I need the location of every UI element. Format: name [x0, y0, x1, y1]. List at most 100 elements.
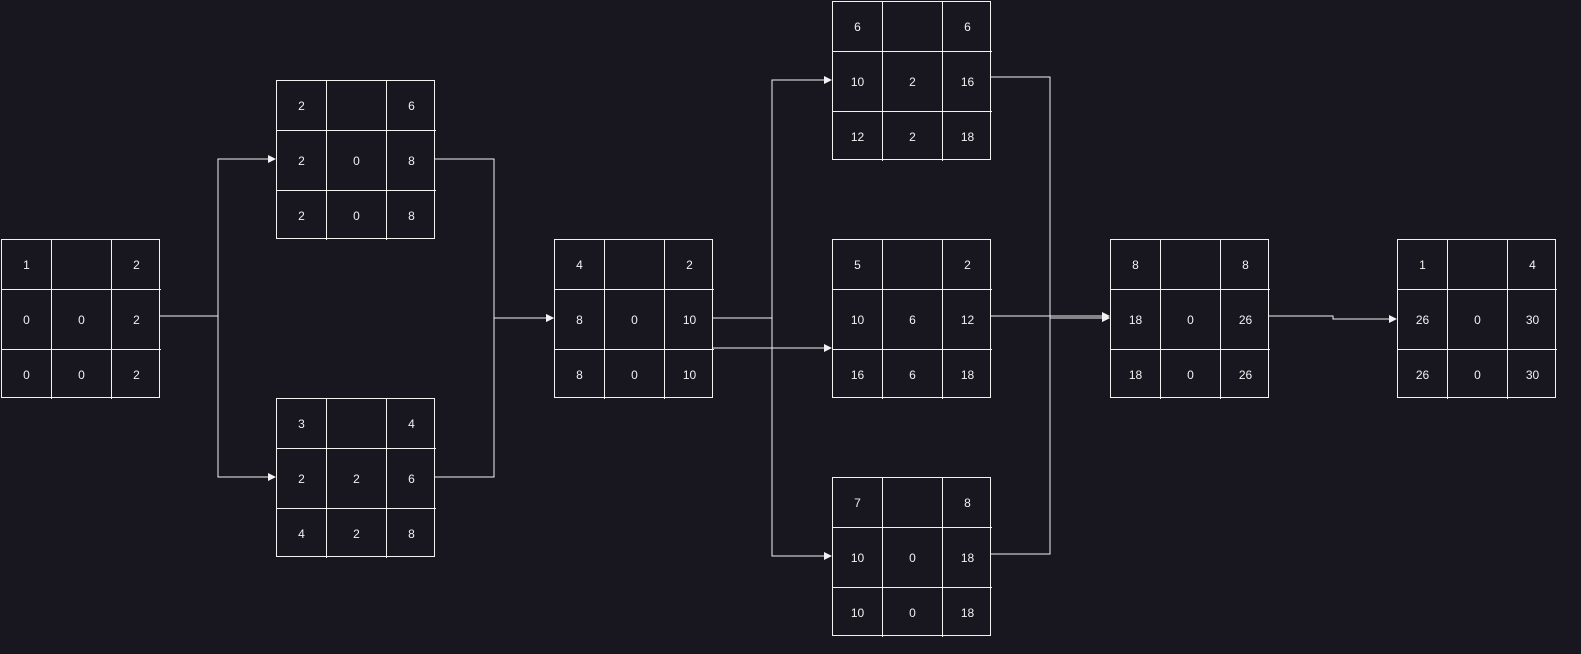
node-cell: 2 — [883, 52, 943, 112]
node-cell — [327, 81, 387, 131]
node-cell: 10 — [833, 588, 883, 637]
node-cell — [883, 478, 943, 528]
node-cell: 7 — [833, 478, 883, 528]
node-cell — [883, 240, 943, 290]
node-cell: 18 — [943, 528, 992, 588]
node-cell: 18 — [960, 367, 975, 382]
node-cell: 0 — [2, 350, 52, 399]
node-cell: 30 — [1525, 367, 1540, 382]
node-cell: 18 — [960, 129, 975, 144]
node-cell: 18 — [1111, 290, 1161, 350]
node-cell: 0 — [1448, 290, 1508, 350]
node-cell: 8 — [408, 526, 415, 541]
node-cell — [52, 240, 112, 290]
node-cell: 0 — [605, 350, 665, 399]
node-cell: 2 — [665, 240, 714, 290]
node-cell: 6 — [833, 2, 883, 52]
node-cell: 2 — [133, 367, 140, 382]
node-cell: 10 — [833, 52, 883, 112]
node-cell: 2 — [883, 112, 943, 161]
node-cell: 26 — [1398, 350, 1448, 399]
node-cell: 18 — [960, 605, 975, 620]
node-cell: 16 — [943, 52, 992, 112]
node-cell: 6 — [387, 449, 436, 509]
node-cell: 5 — [833, 240, 883, 290]
node-cell — [605, 240, 665, 290]
node-cell: 4 — [555, 240, 605, 290]
connector-n7-to-n8 — [991, 314, 1110, 555]
node-cell: 2 — [277, 449, 327, 509]
node-cell: 10 — [833, 528, 883, 588]
node-cell: 12 — [833, 112, 883, 161]
node-cell: 8 — [1221, 240, 1270, 290]
node-cell: 6 — [387, 81, 436, 131]
node-cell: 0 — [883, 528, 943, 588]
node-cell: 2 — [327, 449, 387, 509]
node-cell: 18 — [1111, 350, 1161, 399]
node-cell: 8 — [555, 290, 605, 350]
connector-n6-to-n8 — [991, 76, 1110, 322]
node-cell: 30 — [1508, 290, 1557, 350]
node-cell — [883, 2, 943, 52]
node-cell: 0 — [52, 290, 112, 350]
node-cell: 6 — [883, 350, 943, 399]
node-cell: 4 — [387, 399, 436, 449]
connector-n2-to-n4 — [435, 158, 554, 322]
connector-n4-to-n6 — [713, 76, 832, 319]
node-cell — [1448, 240, 1508, 290]
connector-n3-to-n4 — [435, 314, 554, 478]
node-cell: 10 — [682, 367, 697, 382]
node-cell: 1 — [2, 240, 52, 290]
node-cell: 0 — [2, 290, 52, 350]
node-cell: 8 — [555, 350, 605, 399]
node-cell: 10 — [833, 290, 883, 350]
node-cell: 0 — [327, 191, 387, 240]
node-cell: 26 — [1221, 290, 1270, 350]
node-cell: 0 — [1448, 350, 1508, 399]
node-cell: 8 — [387, 131, 436, 191]
node-cell: 6 — [943, 2, 992, 52]
connector-n8-to-n9 — [1269, 315, 1397, 323]
node-cell: 3 — [277, 399, 327, 449]
node-cell: 0 — [1161, 290, 1221, 350]
node-cell: 16 — [833, 350, 883, 399]
node-cell: 2 — [112, 240, 161, 290]
node-cell — [327, 399, 387, 449]
connector-n4-to-n7 — [713, 317, 832, 560]
node-cell: 0 — [883, 588, 943, 637]
node-cell: 6 — [883, 290, 943, 350]
node-cell: 2 — [277, 81, 327, 131]
node-cell: 0 — [327, 131, 387, 191]
node-cell: 2 — [327, 509, 387, 558]
node-cell: 4 — [1508, 240, 1557, 290]
node-cell: 8 — [1111, 240, 1161, 290]
node-cell — [1161, 240, 1221, 290]
node-cell: 1 — [1398, 240, 1448, 290]
node-cell: 2 — [112, 290, 161, 350]
node-cell: 10 — [665, 290, 714, 350]
connector-n1-to-n3 — [160, 315, 276, 481]
connector-n1-to-n2 — [160, 155, 276, 317]
node-cell: 0 — [1161, 350, 1221, 399]
node-cell: 2 — [943, 240, 992, 290]
node-cell: 2 — [277, 191, 327, 240]
node-cell: 2 — [277, 131, 327, 191]
node-cell: 12 — [943, 290, 992, 350]
node-cell: 0 — [52, 350, 112, 399]
node-cell: 26 — [1398, 290, 1448, 350]
node-cell: 0 — [605, 290, 665, 350]
node-cell: 8 — [943, 478, 992, 528]
node-cell: 26 — [1238, 367, 1253, 382]
node-cell: 8 — [408, 208, 415, 223]
node-cell: 4 — [277, 509, 327, 558]
